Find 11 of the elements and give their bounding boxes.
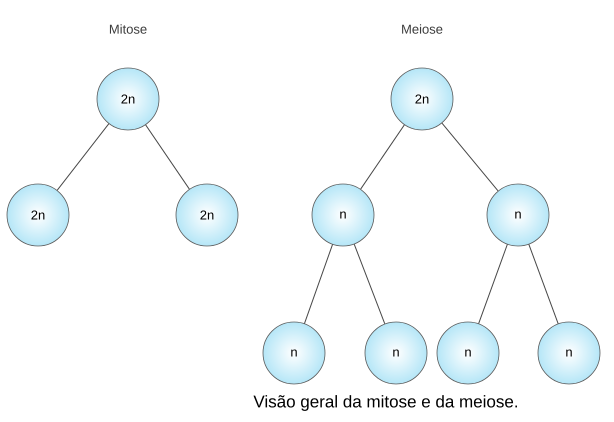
connector-line <box>528 244 559 324</box>
connector-line <box>442 122 498 192</box>
connector-line <box>360 124 405 190</box>
connector-line <box>478 244 508 324</box>
connector-line <box>145 124 190 190</box>
tree-heading: Mitose <box>110 24 147 34</box>
tree-heading: Meiose <box>402 24 442 34</box>
connector-line <box>304 244 333 324</box>
connector-line <box>354 244 386 324</box>
connector-line <box>56 123 110 191</box>
caption: Visão geral da mitose e da meiose. <box>253 395 517 411</box>
